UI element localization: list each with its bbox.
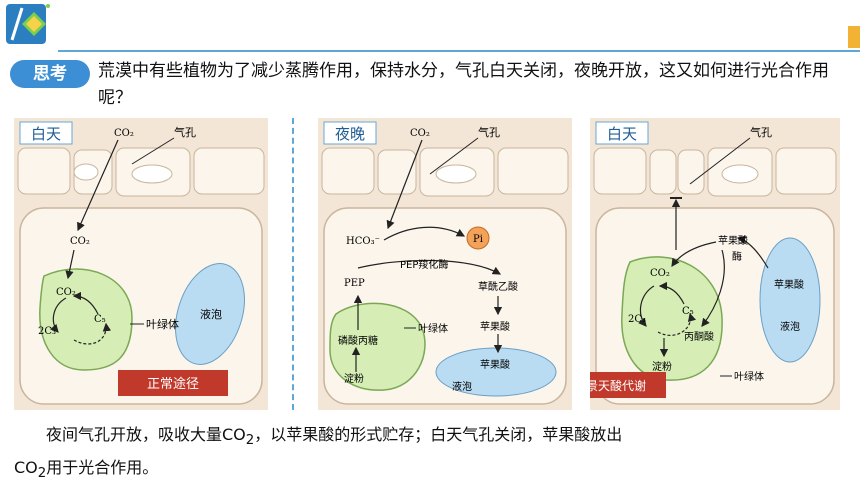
pathway-banner (118, 370, 228, 396)
pathway-banner-text: 景天酸代谢 (590, 378, 646, 393)
cell-nucleus (131, 164, 173, 184)
cycle-arrow (73, 322, 112, 345)
vacuole-malate-label: 苹果酸 (774, 278, 804, 291)
enzyme-label: PEP羧化酶 (400, 258, 448, 271)
corner-mark (848, 26, 860, 48)
vacuole (175, 263, 245, 365)
conclusion-part: ，以苹果酸的形式贮存；白天气孔关闭，苹果酸放出 (254, 425, 623, 444)
malate-label: 苹果酸 (480, 320, 510, 333)
cell-nucleus (721, 164, 759, 184)
cell-nucleus (435, 164, 477, 184)
stomata-label: 气孔 (750, 125, 772, 139)
epidermis-cell (497, 147, 569, 195)
stomata-pointer (689, 137, 751, 185)
cycle-co2-label: CO₂ (56, 287, 76, 298)
panel-title: 夜晚 (335, 126, 365, 143)
chloroplast (39, 268, 133, 371)
cycle-arrow (638, 285, 655, 327)
pi-label: Pi (473, 234, 483, 245)
panel-day-cam: 白天 气孔 苹果酸 酶 CO₂ 2C₃ C₅ 丙酮酸 淀粉 叶绿体 苹果酸 液泡… (590, 118, 840, 410)
co2-label: CO₂ (114, 128, 134, 139)
starch-label: 淀粉 (344, 372, 364, 385)
cycle-arrow (658, 281, 685, 305)
hco3-label: HCO₃⁻ (346, 236, 380, 247)
vacuole-label: 液泡 (200, 307, 222, 321)
oxaloacetate-label: 草酰乙酸 (478, 280, 518, 293)
panel-title-box (19, 121, 73, 145)
starch-label: 淀粉 (652, 360, 672, 373)
malate-label: 苹果酸 (718, 234, 748, 247)
epidermis-cell (321, 147, 375, 195)
co2-inflow-arrow (77, 139, 119, 232)
panel-title: 白天 (31, 126, 61, 143)
vacuole-label: 液泡 (780, 320, 800, 333)
logo-icon (0, 0, 56, 46)
pi-icon (466, 226, 490, 250)
triose-label: 磷酸丙糖 (338, 334, 378, 347)
panel-day-normal: 白天 CO₂ 气孔 CO₂ CO₂ 2C₃ C₅ 叶绿体 液泡 正常途径 (14, 118, 268, 410)
cycle-arrow (657, 312, 697, 336)
epidermis-cell (17, 147, 71, 195)
inner-co2-label: CO₂ (70, 236, 90, 247)
question-text: 荒漠中有些植物为了减少蒸腾作用，保持水分，气孔白天关闭，夜晚开放，这又如何进行光… (98, 61, 829, 108)
conclusion-part: 夜间气孔开放，吸收大量CO (46, 425, 246, 444)
c3-label: 2C₃ (38, 326, 56, 337)
panel-night: 夜晚 CO₂ 气孔 HCO₃⁻ Pi PEP羧化酶 PEP 草酰乙酸 苹果酸 苹… (318, 118, 572, 410)
c5-label: C₅ (682, 306, 694, 317)
panel-title-box (323, 121, 377, 145)
c5-label: C₅ (94, 314, 106, 325)
pathway-banner-text: 正常途径 (147, 376, 199, 392)
guard-cell-closed (677, 149, 705, 195)
subscript: 2 (37, 466, 47, 482)
pep-carboxylase-arrow (357, 259, 502, 275)
chloroplast-label: 叶绿体 (418, 322, 448, 335)
cycle-arrow (72, 291, 99, 315)
hco3-to-pi-arrow (383, 226, 466, 241)
stomata-label: 气孔 (174, 125, 196, 139)
pathway-banner (590, 372, 666, 398)
subscript: 2 (245, 433, 255, 449)
stomata-pointer (429, 137, 479, 175)
chloroplast (329, 302, 426, 391)
panel-divider (292, 118, 294, 410)
malate-to-pyruvate-arrow (701, 249, 725, 327)
epidermis-cell (775, 147, 837, 195)
c3-label: 2C₃ (628, 314, 646, 325)
pyruvate-label: 丙酮酸 (684, 330, 714, 343)
conclusion-text: 夜间气孔开放，吸收大量CO2，以苹果酸的形式贮存；白天气孔关闭，苹果酸放出 CO… (14, 421, 850, 487)
vacuole (759, 237, 821, 363)
chloroplast-label: 叶绿体 (734, 370, 764, 383)
co2-inflow-arrow (65, 249, 75, 280)
vacuole-malate-label: 苹果酸 (480, 358, 510, 371)
header-rule (58, 50, 860, 52)
vacuole-malate-out-arrow (736, 235, 769, 269)
malate-to-co2-arrow (671, 241, 717, 267)
panel-title: 白天 (607, 126, 637, 143)
chloroplast-label: 叶绿体 (146, 317, 179, 331)
co2-inflow-arrow (386, 139, 423, 230)
pep-label: PEP (344, 278, 365, 289)
guard-nucleus (73, 163, 99, 181)
cycle-arrow (50, 297, 67, 333)
epidermis-cell (593, 147, 647, 195)
think-tag: 思考 (10, 60, 90, 88)
co2-label: CO₂ (410, 128, 430, 139)
epidermis-cell (193, 147, 265, 195)
stomata-label: 气孔 (478, 125, 500, 139)
vacuole-label: 液泡 (452, 380, 472, 393)
stomata-pointer (131, 137, 175, 165)
conclusion-part: CO (14, 458, 38, 478)
panel-title-box (595, 121, 649, 145)
co2-label: CO₂ (650, 268, 670, 279)
guard-cell-closed (649, 149, 677, 195)
conclusion-part: 用于光合作用。 (46, 458, 159, 478)
guard-cell (377, 149, 417, 195)
chloroplast (621, 256, 723, 381)
enzyme-label: 酶 (732, 250, 742, 263)
